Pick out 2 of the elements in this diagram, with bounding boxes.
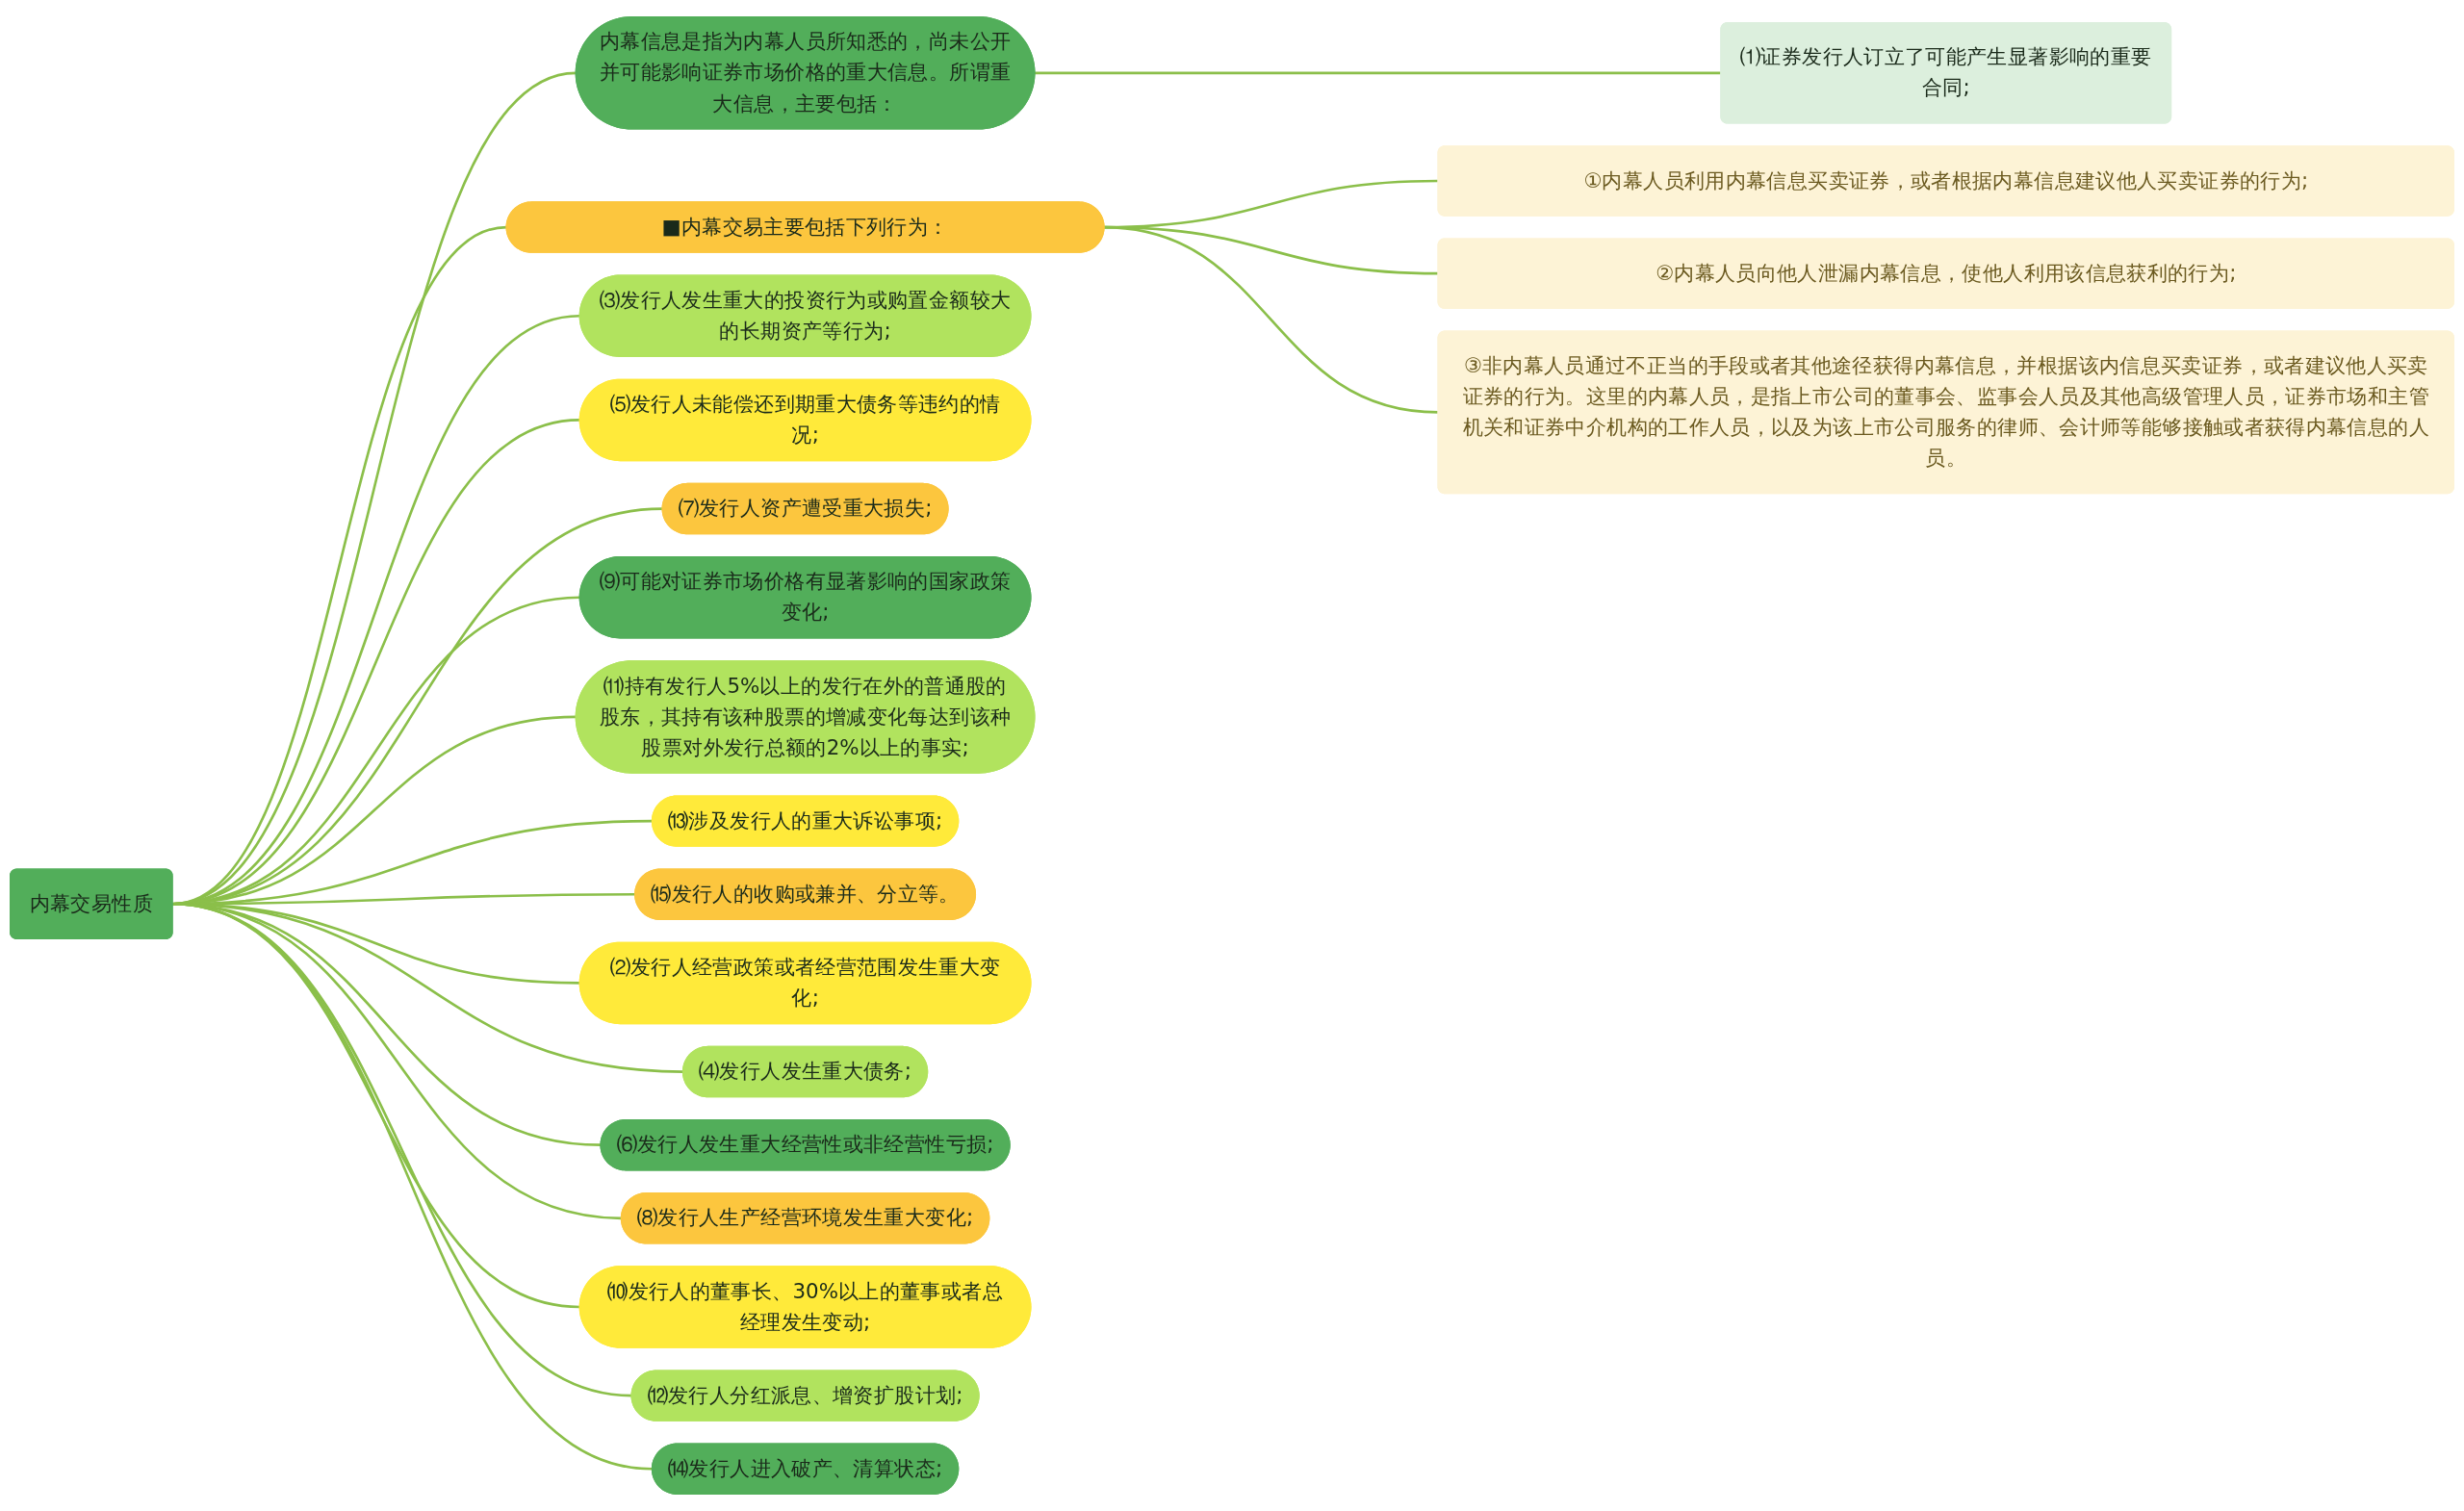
connector (1103, 225, 1439, 414)
connector (1034, 71, 1721, 75)
